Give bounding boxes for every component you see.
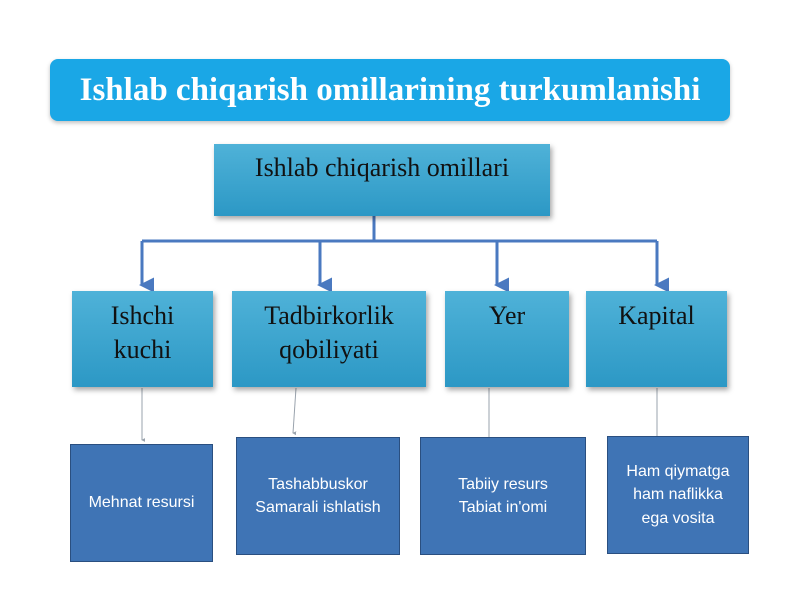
category-label-line1: Tadbirkorlik [264, 301, 394, 330]
category-node-tadbirkorlik: Tadbirkorlik qobiliyati [232, 291, 426, 387]
root-node: Ishlab chiqarish omillari [214, 144, 550, 216]
description-box-ishchi-kuchi: Mehnat resursi [70, 444, 213, 562]
description-line: Mehnat resursi [88, 494, 195, 512]
category-node-ishchi-kuchi: Ishchi kuchi [72, 291, 213, 387]
description-line: Ham qiymatga [626, 463, 730, 481]
description-line: Tabiat in'omi [458, 499, 548, 516]
category-label-line1: Kapital [618, 301, 695, 330]
category-node-yer: Yer [445, 291, 569, 387]
description-line: Samarali ishlatish [255, 499, 381, 516]
description-box-tadbirkorlik: Tashabbuskor Samarali ishlatish [236, 437, 400, 555]
category-node-kapital: Kapital [586, 291, 727, 387]
description-box-yer: Tabiiy resurs Tabiat in'omi [420, 437, 586, 555]
description-box-kapital: Ham qiymatga ham naflikka ega vosita [607, 436, 749, 554]
desc-link-2 [292, 387, 297, 436]
category-label-line2: kuchi [113, 334, 172, 364]
category-label-line1: Yer [488, 301, 526, 330]
description-line: Tabiiy resurs [458, 475, 548, 493]
diagram-title: Ishlab chiqarish omillarining turkumlani… [50, 59, 730, 121]
description-line: ega vosita [641, 509, 715, 527]
category-label-line2: qobiliyati [279, 334, 379, 364]
description-line: Tashabbuskor [268, 475, 368, 493]
description-line: ham naflikka [633, 486, 723, 504]
category-label-line1: Ishchi [110, 301, 175, 330]
